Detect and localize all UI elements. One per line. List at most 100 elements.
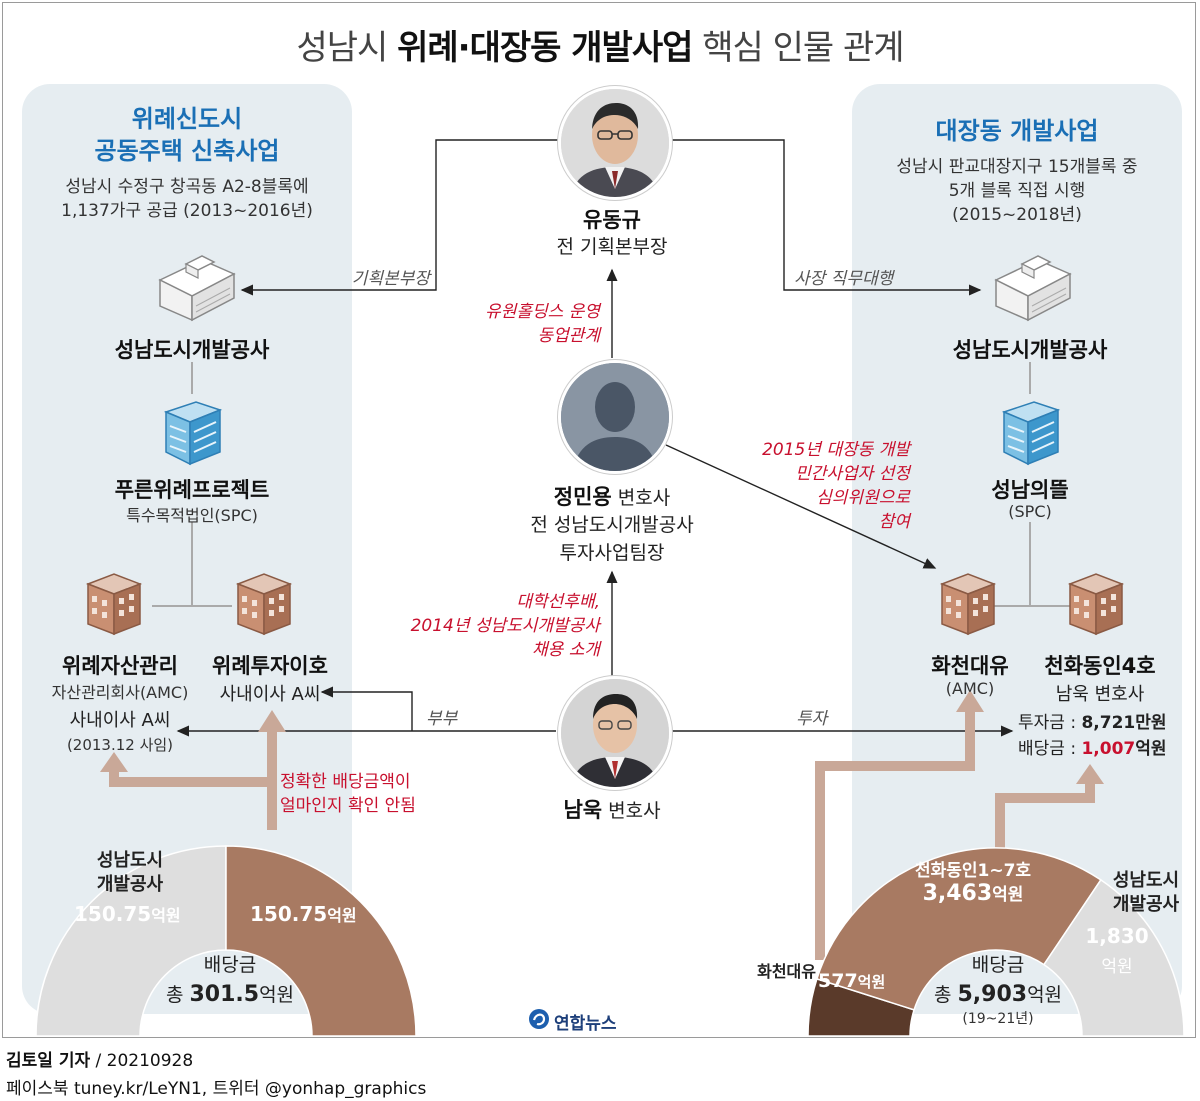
- right-spc-desc: (SPC): [1008, 502, 1052, 521]
- left-amc-name: 위례자산관리: [62, 654, 178, 678]
- left-amc-note: (2013.12 사임): [66, 736, 174, 754]
- right-total-unit: 억원: [1027, 984, 1063, 1006]
- right-slice-hwacheon-value: 577억원: [818, 970, 918, 992]
- person-silhouette-icon: [561, 363, 669, 471]
- title-prefix: 성남시: [296, 28, 398, 68]
- right-dividend-chart: [807, 847, 1185, 1037]
- yoo-left-connector: [240, 139, 558, 296]
- jung-hwacheon-arrow: [665, 444, 937, 569]
- relation-jung-nam-1: 대학선후배,: [516, 592, 600, 612]
- jung-silhouette: [558, 360, 672, 474]
- left-amc-director: 사내이사 A씨: [69, 710, 171, 731]
- jung-name-line: 정민용 변호사: [492, 481, 732, 511]
- left-heading-1: 위례신도시: [131, 105, 243, 133]
- left-spc-building-icon: [163, 401, 223, 466]
- right-spc-building-icon: [1001, 401, 1061, 466]
- dividend-flow-arrows: [100, 690, 1104, 960]
- right-corp-building-icon: [994, 255, 1072, 322]
- yonhap-logo: 연합뉴스: [528, 1008, 648, 1034]
- left-spc-name: 푸른위례프로젝트: [114, 478, 270, 502]
- left-total-label: 총: [165, 984, 190, 1006]
- left-desc-2: 1,137가구 공급 (2013~2016년): [61, 201, 313, 221]
- left-total-value: 301.5: [189, 982, 260, 1007]
- right-chart-total: 총 5,903억원: [900, 980, 1096, 1007]
- left-slice-brown-value: 150.75억원: [250, 902, 400, 926]
- right-desc-2: 5개 블록 직접 시행: [948, 181, 1086, 201]
- footer-credit: 김토일 기자 / 20210928: [6, 1046, 193, 1071]
- right-investor-owner: 남욱 변호사: [1055, 684, 1145, 705]
- left-chart-total: 총 301.5억원: [140, 980, 320, 1007]
- relation-couple: 부부: [426, 709, 458, 729]
- nam-portrait-image: [561, 679, 669, 787]
- left-slice-gray-number: 150.75: [74, 902, 152, 926]
- dividend-charts: [35, 845, 1185, 1037]
- yoo-portrait-image: [561, 89, 669, 197]
- right-amc-building-icon: [939, 573, 997, 636]
- footer-reporter: 김토일 기자: [6, 1051, 91, 1071]
- relation-jung-nam-3: 채용 소개: [532, 640, 600, 660]
- right-investor-name: 천화동인4호: [1044, 654, 1156, 678]
- relation-jung-daejang-2: 민간사업자 선정: [795, 464, 910, 484]
- relation-left-role: 기획본부장: [351, 269, 430, 289]
- left-corp-building-icon: [158, 255, 236, 322]
- page-title: 성남시 위례·대장동 개발사업 핵심 인물 관계: [0, 20, 1200, 69]
- left-total-unit: 억원: [259, 984, 295, 1006]
- left-spc-desc: 특수목적법인(SPC): [126, 506, 258, 525]
- right-arrowhead-chunhwa: [1076, 764, 1104, 784]
- left-corp-name: 성남도시개발공사: [114, 338, 270, 362]
- yonhap-logo-text: 연합뉴스: [554, 1014, 617, 1034]
- relation-yoo-jung-1: 유원홀딩스 운영: [485, 302, 600, 322]
- right-heading: 대장동 개발사업: [935, 117, 1099, 145]
- left-chart-title: 배당금: [203, 954, 257, 976]
- left-heading-2: 공동주택 신축사업: [94, 137, 280, 165]
- right-chart-note: (19~21년): [962, 1011, 1034, 1027]
- right-chart-title: 배당금: [971, 954, 1025, 976]
- right-investor-invest: 투자금 : 8,721만원: [1018, 708, 1188, 733]
- relation-invest: 투자: [796, 709, 828, 729]
- right-slice-chunhwa-name: 천화동인1~7호: [914, 861, 1032, 881]
- left-chart-slice-1: [225, 845, 417, 1037]
- relation-jung-daejang-1: 2015년 대장동 개발: [762, 440, 910, 460]
- footer-date: / 20210928: [90, 1051, 194, 1071]
- right-chart-slice-2: [1042, 878, 1185, 1037]
- right-slice-gray-number: 1,830: [1085, 924, 1149, 948]
- right-slice-gray-name-2: 개발공사: [1112, 894, 1180, 915]
- footer-social: 페이스북 tuney.kr/LeYN1, 트위터 @yonhap_graphic…: [6, 1079, 427, 1099]
- left-investor-name: 위례투자이호: [212, 654, 328, 678]
- right-investor-dividend: 배당금 : 1,007억원: [1018, 734, 1188, 759]
- right-slice-chunhwa-unit: 억원: [992, 885, 1024, 905]
- right-total-value: 5,903: [957, 982, 1028, 1007]
- right-slice-hwacheon-number: 577: [818, 970, 858, 992]
- left-desc-1: 성남시 수정구 창곡동 A2-8블록에: [65, 177, 309, 197]
- left-slice-brown-unit: 억원: [327, 906, 357, 925]
- nam-name: 남욱: [563, 798, 603, 822]
- yoo-name: 유동규: [583, 208, 641, 232]
- title-suffix: 핵심 인물 관계: [692, 28, 904, 68]
- right-slice-chunhwa-value: 3,463억원: [888, 880, 1058, 906]
- right-slice-chunhwa-number: 3,463: [922, 881, 993, 906]
- jung-role-2: 투자사업팀장: [559, 542, 665, 564]
- left-arrowhead-amc: [100, 752, 128, 772]
- relation-yoo-jung-2: 동업관계: [537, 326, 600, 346]
- right-amc-desc: (AMC): [945, 679, 995, 698]
- nam-portrait: [558, 676, 672, 790]
- left-investor-building-icon: [235, 573, 293, 636]
- jung-role-1: 전 성남도시개발공사: [530, 514, 694, 536]
- right-arrowhead-hwacheon: [956, 690, 984, 712]
- right-slice-hwacheon-unit: 억원: [857, 973, 886, 991]
- dividend-value: 1,007: [1081, 739, 1136, 759]
- relation-right-role: 사장 직무대행: [794, 269, 894, 289]
- left-amc-desc: 자산관리회사(AMC): [51, 683, 189, 702]
- right-total-label: 총: [933, 984, 958, 1006]
- right-slice-gray-unit: 억원: [1101, 957, 1133, 977]
- relation-unknown-2: 얼마인지 확인 안됨: [280, 796, 416, 816]
- couple-arrow: [320, 686, 413, 731]
- jung-suffix: 변호사: [611, 487, 671, 509]
- left-chart-slice-0: [35, 845, 227, 1037]
- yonhap-logo-icon: [529, 1009, 549, 1029]
- relation-jung-daejang-3: 심의위원으로: [816, 488, 910, 508]
- right-investor-building-icon: [1067, 573, 1125, 636]
- right-corp-name: 성남도시개발공사: [952, 338, 1108, 362]
- left-arrowhead-inv: [258, 710, 286, 732]
- yoo-right-connector: [666, 139, 982, 296]
